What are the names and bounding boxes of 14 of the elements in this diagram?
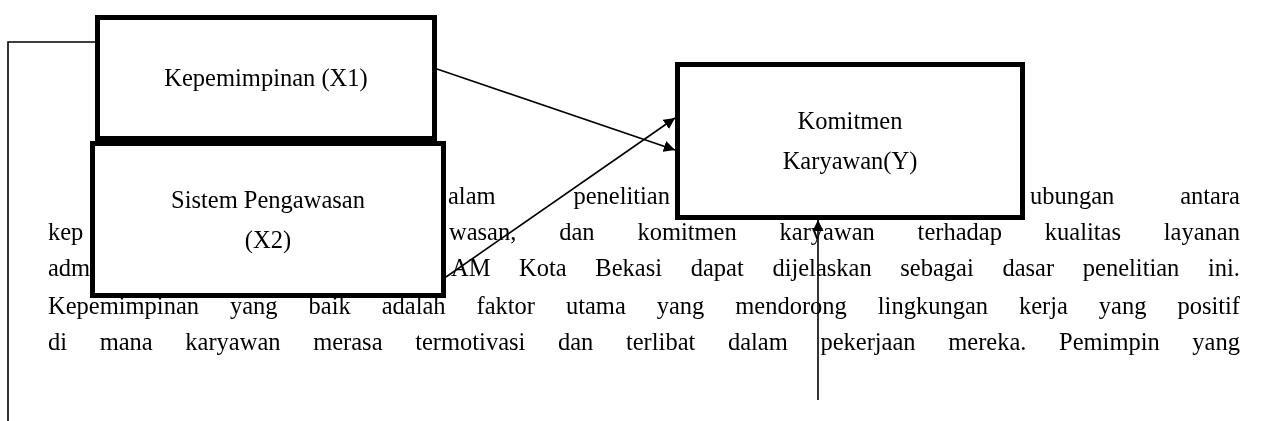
paragraph-text: adm xyxy=(48,254,88,282)
variable-box xyxy=(95,15,437,141)
paragraph-text: kep xyxy=(48,218,85,246)
box-label: Komitmen Karyawan(Y) xyxy=(781,106,919,177)
variable-box xyxy=(675,62,1025,220)
paragraph-text: di mana karyawan merasa termotivasi dan terlibat dalam pekerjaan mereka. Pemimpin yang xyxy=(48,328,1240,356)
paragraph-text: ubungan antara xyxy=(1030,182,1240,210)
box-label: Kepemimpinan (X1) xyxy=(164,63,368,94)
box-label: Sistem Pengawasan (X2) xyxy=(170,184,366,255)
paragraph-text: alam penelitian xyxy=(448,182,670,210)
arrow xyxy=(812,219,824,401)
arrow xyxy=(436,68,676,152)
variable-box xyxy=(90,141,446,298)
connector-line xyxy=(7,41,96,421)
